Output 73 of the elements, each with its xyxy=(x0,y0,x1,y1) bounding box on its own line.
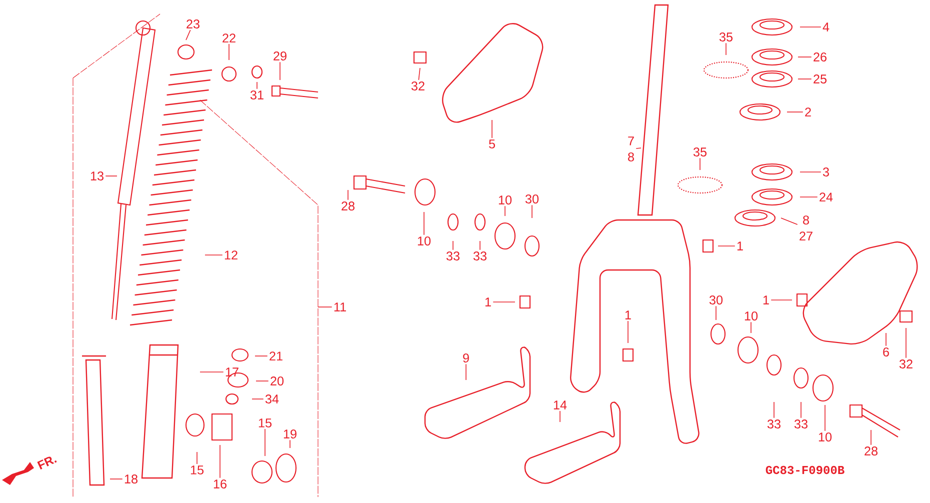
leader-line xyxy=(256,82,258,90)
leader-line xyxy=(870,430,872,446)
leader-line xyxy=(196,452,198,464)
leader-line xyxy=(800,402,802,418)
callout-number: 3 xyxy=(822,168,829,176)
callout-number: 18 xyxy=(124,474,138,484)
leader-line xyxy=(824,404,826,432)
leader-line xyxy=(750,322,752,334)
drawing-code: GC83-F0900B xyxy=(766,466,844,474)
callout-number: 14 xyxy=(554,400,567,410)
callout-number: 5 xyxy=(489,140,495,148)
callout-number: 30 xyxy=(709,296,723,304)
leader-line xyxy=(186,30,191,40)
callout-number: 24 xyxy=(820,192,833,202)
callout-number: 26 xyxy=(814,52,826,62)
callout-number: 10 xyxy=(818,432,832,442)
callout-number: 1 xyxy=(763,296,769,304)
callout-number: 16 xyxy=(214,480,226,488)
callout-number: 30 xyxy=(525,194,539,204)
callout-number: 10 xyxy=(418,236,431,246)
callout-number: 25 xyxy=(814,74,827,84)
callout-number: 12 xyxy=(224,250,238,260)
callout-number: 29 xyxy=(274,52,286,60)
leader-line xyxy=(418,68,420,80)
leader-line xyxy=(252,398,264,400)
callout-number: 35 xyxy=(719,32,733,42)
callout-number: 10 xyxy=(744,312,758,320)
callout-number: 33 xyxy=(446,252,460,260)
leader-line xyxy=(798,56,812,58)
leader-line xyxy=(204,254,223,256)
leader-line xyxy=(452,240,454,250)
callout-number: 32 xyxy=(411,82,424,90)
callout-number: 1 xyxy=(737,242,743,250)
callout-number: 2 xyxy=(805,108,811,116)
callout-number: 7 8 xyxy=(628,136,634,162)
callout-number: 34 xyxy=(265,394,279,404)
callout-number: 21 xyxy=(270,352,282,360)
leader-line xyxy=(800,196,818,198)
callout-number: 32 xyxy=(899,360,912,368)
callout-number: 11 xyxy=(334,302,346,312)
callout-number: 20 xyxy=(270,376,284,386)
callout-number: 13 xyxy=(90,172,104,180)
callout-number: 6 xyxy=(883,348,889,356)
callout-number: 1 xyxy=(485,298,491,306)
callout-number: 33 xyxy=(794,420,808,428)
callout-number: 22 xyxy=(222,34,236,42)
callout-number: 9 xyxy=(463,354,469,362)
leader-line xyxy=(504,206,506,216)
leader-line xyxy=(256,380,269,382)
leader-line xyxy=(800,26,822,28)
leader-line xyxy=(780,218,798,225)
leader-line xyxy=(798,78,812,80)
callout-number: 10 xyxy=(498,196,512,204)
callout-number: 28 xyxy=(342,202,354,210)
leader-line xyxy=(636,148,642,149)
callout-number: 28 xyxy=(864,446,878,456)
callout-number: 15 xyxy=(190,466,204,474)
callout-number: 1 xyxy=(625,310,631,320)
direction-label: FR. xyxy=(37,456,57,470)
leader-line xyxy=(110,478,123,480)
callout-number: 15 xyxy=(258,418,272,428)
callout-number: 33 xyxy=(767,420,780,428)
callout-number: 23 xyxy=(186,20,200,28)
leader-line xyxy=(228,44,230,60)
leader-line xyxy=(318,306,332,308)
callout-number: 33 xyxy=(473,252,486,260)
callout-number: 8 27 xyxy=(800,216,812,240)
callout-number: 17 xyxy=(226,368,238,376)
callout-number: 4 xyxy=(822,22,830,32)
leader-line xyxy=(264,428,266,456)
callout-number: 31 xyxy=(250,90,264,100)
callout-number: 19 xyxy=(284,430,296,438)
callout-number: 35 xyxy=(693,148,707,156)
